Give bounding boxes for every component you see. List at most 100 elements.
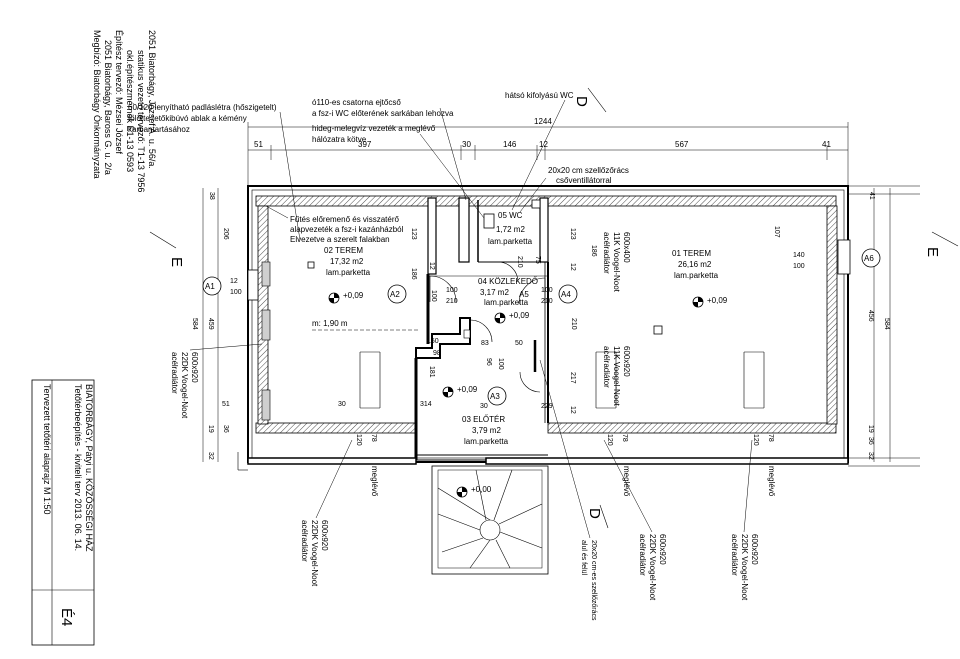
sill-dimensions: 78 120 78 120 78 120 — [355, 434, 774, 446]
rad-3-type: 11K Voogel-Noot — [612, 346, 621, 407]
height-note: m: 1,90 m — [312, 319, 348, 328]
callout-water-2: hálózatra kötve — [312, 135, 367, 144]
dim-seg-6: 41 — [822, 140, 831, 149]
dim-in-0: 123 — [410, 228, 417, 240]
rad-2-type: 11K Voogel-Noot — [612, 232, 621, 293]
client-line-6: 2051 Biatorbágy, József A. u. 56/a. — [147, 30, 157, 169]
dim-in-16: 150 — [427, 338, 439, 345]
dim-in-1: 186 — [410, 268, 417, 280]
client-line-1: Megbízó: Biatorbágy Önkormányzata — [92, 30, 102, 179]
dim-right-3: 584 — [883, 318, 890, 330]
dim-right-0: 41 — [868, 192, 875, 200]
rad-6-type: 22DK Voogel-Noot — [740, 534, 749, 601]
callout-heating-2: alapvezeték a fsz-i kazánházból — [290, 225, 404, 234]
existing-1: meglévő — [370, 466, 379, 497]
callout-attic-ladder: 60/120 lenyítható padláslétra (hőszigete… — [128, 103, 277, 112]
callout-heating: Fűtés előremenő és visszatérő — [290, 215, 399, 224]
dim-in-24: 314 — [420, 401, 432, 408]
room-02-area: 17,32 m2 — [330, 257, 364, 266]
level-corridor: +0,09 — [509, 311, 530, 320]
dim-in-7: 210 — [446, 298, 458, 305]
level-symbol — [692, 296, 704, 308]
dim-right-2: 456 — [867, 310, 874, 322]
marker-a4: A4 — [561, 290, 571, 299]
dim-seg-2: 30 — [462, 140, 471, 149]
title-project: BIATORBÁGY, Pátyi u. KÖZÖSSÉGI HÁZ — [84, 384, 94, 552]
room-01-name: 01 TEREM — [672, 249, 711, 258]
dim-right-5: 36 — [867, 437, 874, 445]
level-hall: +0,09 — [457, 385, 478, 394]
callout-gutter: ó110-es csatorna ejtőcső — [312, 98, 401, 107]
dim-in-3: 123 — [569, 228, 576, 240]
marker-a6: A6 — [864, 254, 874, 263]
dim-in-27: 12 — [230, 278, 238, 285]
rad-5-note: acélradiátor — [638, 534, 647, 576]
dim-in-4: 186 — [590, 245, 597, 257]
dim-in-12: 75 — [534, 256, 541, 264]
callout-water: hideg-melegvíz vezeték a meglévő — [312, 124, 436, 133]
level-symbol — [456, 486, 468, 498]
rad-5-size: 600x920 — [658, 534, 667, 565]
section-e-right: E — [924, 247, 941, 257]
existing-3: meglévő — [767, 466, 776, 497]
dim-in-14: 217 — [569, 372, 576, 384]
level-symbol — [494, 312, 506, 324]
room-05-floor: lam.parketta — [488, 237, 533, 246]
dim-left-4: 19 — [207, 425, 214, 433]
radiator-labels: 600x920 22DK Voogel-Noot acélradiátor 60… — [170, 232, 759, 601]
level-symbol — [442, 386, 454, 398]
section-d-bottom: D — [586, 508, 603, 519]
dim-in-6: 100 — [446, 287, 458, 294]
callout-roof-window-2: karbantartásához — [128, 125, 190, 134]
staircase — [431, 465, 549, 575]
dim-in-26: 229 — [541, 403, 553, 410]
title-block: BIATORBÁGY, Pátyi u. KÖZÖSSÉGI HÁZ Tetőt… — [31, 379, 95, 646]
dim-in-10: 100 — [430, 290, 437, 302]
dim-in-19: 50 — [515, 340, 523, 347]
rad-4-size: 600x920 — [320, 520, 329, 551]
callout-vent-bottom: 20x20 cm-es szellőzőrács — [590, 540, 597, 621]
dim-in-9: 210 — [541, 298, 553, 305]
marker-a2: A2 — [390, 290, 400, 299]
level-room01: +0,09 — [707, 296, 728, 305]
sill-4: 78 — [767, 434, 774, 442]
room-01: 01 TEREM 26,16 m2 lam.parketta — [672, 249, 719, 280]
windows — [247, 239, 851, 409]
room-05: 05 WC 1,72 m2 lam.parketta — [488, 211, 533, 246]
dim-in-8: 100 — [541, 287, 553, 294]
callout-heating-3: Elvezetve a szerelt falakban — [290, 235, 390, 244]
rad-4-note: acélradiátor — [300, 520, 309, 562]
callout-gutter-2: a fsz-i WC előterének sarkában lehozva — [312, 109, 454, 118]
rad-1-note: acélradiátor — [170, 352, 179, 394]
client-line-2: 2051 Biatorbágy, Baross G. u. 2/a — [103, 40, 113, 175]
dim-in-29: 140 — [793, 252, 805, 259]
dim-in-2: 12 — [428, 262, 435, 270]
rad-6-note: acélradiátor — [730, 534, 739, 576]
dim-left-0: 38 — [208, 192, 215, 200]
rad-1-type: 22DK Voogel-Noot — [180, 352, 189, 419]
title-drawing: Tervezett tetőtéri alaprajz M 1:50 — [42, 384, 52, 515]
dim-in-13: 210 — [570, 318, 577, 330]
room-05-name: 05 WC — [498, 211, 523, 220]
door-swings — [429, 261, 546, 393]
dim-total: 1244 — [534, 117, 552, 126]
rad-4-type: 22DK Voogel-Noot — [310, 520, 319, 587]
room-04-area: 3,17 m2 — [480, 288, 509, 297]
client-line-5: statikus vezető tervező: T1-13 7956 — [136, 50, 146, 192]
inner-dimensions: 123 186 12 123 186 12 100 210 100 210 10… — [222, 228, 805, 414]
callout-vent-2: csőventillátorral — [556, 176, 612, 185]
dim-left-1: 206 — [222, 228, 229, 240]
dim-in-30: 100 — [793, 263, 805, 270]
dim-left-6: 32 — [207, 452, 214, 460]
sill-0: 78 — [370, 434, 377, 442]
client-line-4: okl.építészmérnök É1-13 0593 — [125, 50, 135, 172]
marker-a3: A3 — [490, 392, 500, 401]
level-symbol — [328, 292, 340, 304]
sheet-number: É4 — [58, 608, 75, 626]
sill-1: 120 — [355, 434, 362, 446]
dim-in-15: 12 — [569, 406, 576, 414]
rad-2-size: 600x400 — [622, 232, 631, 263]
room-03: 03 ELŐTÉR 3,79 m2 lam.parketta — [462, 415, 509, 446]
dim-in-23: 30 — [338, 401, 346, 408]
